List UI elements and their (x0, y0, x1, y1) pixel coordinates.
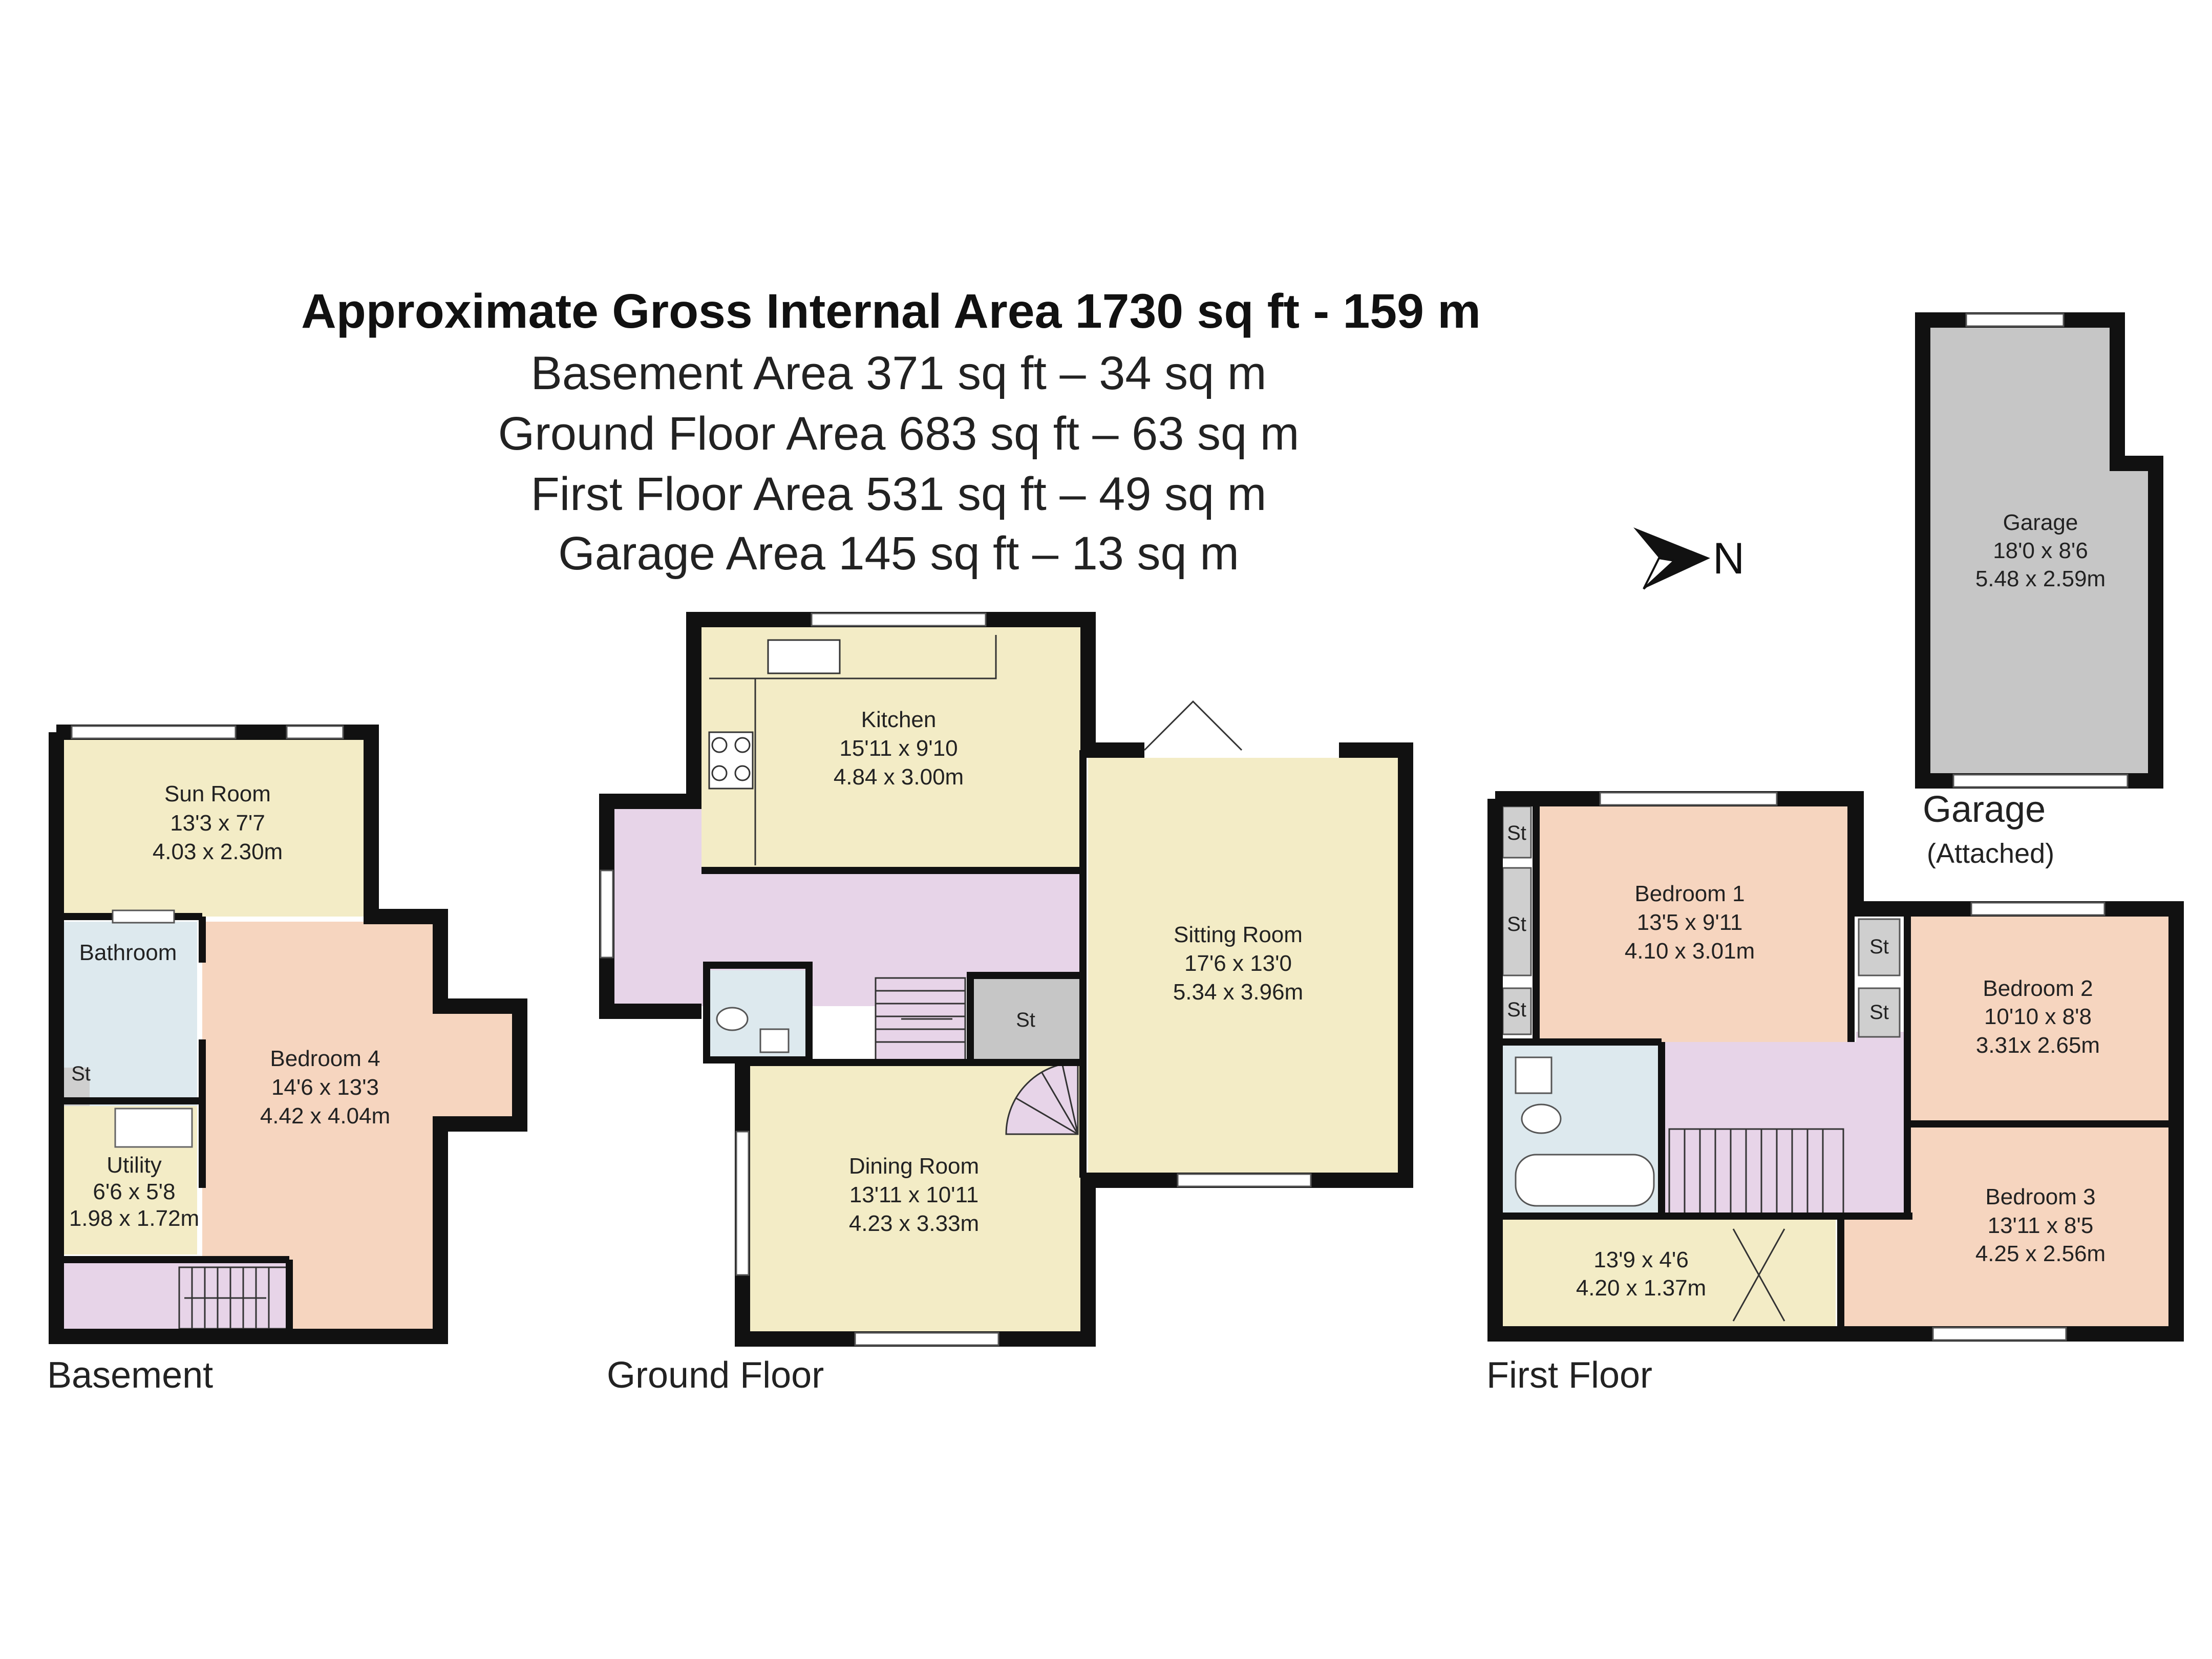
store-basement-label: St (71, 1062, 91, 1085)
bedroom2-imperial: 10'10 x 8'8 (1984, 1004, 2092, 1029)
bedroom2-metric: 3.31x 2.65m (1976, 1033, 2100, 1058)
garage-subcaption: (Attached) (1927, 838, 2054, 869)
bedroom1-metric: 4.10 x 3.01m (1625, 939, 1755, 964)
store-first-3-label: St (1507, 998, 1526, 1021)
bedroom1-name: Bedroom 1 (1634, 881, 1745, 906)
bedroom4-imperial: 14'6 x 13'3 (271, 1075, 379, 1100)
north-label: N (1713, 534, 1745, 583)
first-floor-caption: First Floor (1486, 1355, 1652, 1396)
north-arrow-icon (1633, 527, 1710, 590)
landing-area (1662, 1032, 1905, 1214)
store-ground-label: St (1016, 1009, 1035, 1031)
dining-room-imperial: 13'11 x 10'11 (849, 1182, 979, 1207)
ground-area-line: Ground Floor Area 683 sq ft – 63 sq m (498, 408, 1300, 460)
store-first-4 (1858, 918, 1901, 976)
ground-floor-caption: Ground Floor (607, 1355, 824, 1396)
sun-room-area (56, 732, 374, 917)
store-first-5-label: St (1869, 1001, 1889, 1024)
kitchen-imperial: 15'11 x 9'10 (839, 736, 958, 761)
sitting-room-metric: 5.34 x 3.96m (1173, 980, 1303, 1005)
utility-metric: 1.98 x 1.72m (69, 1206, 199, 1231)
store-first-area (1503, 1219, 1836, 1326)
bedroom4-metric: 4.42 x 4.04m (260, 1103, 390, 1129)
first-floor-plan (1487, 791, 2184, 1342)
store-first-5 (1858, 987, 1901, 1038)
dining-room-metric: 4.23 x 3.33m (849, 1211, 979, 1236)
utility-name: Utility (107, 1153, 162, 1178)
garage-area (1930, 328, 2151, 773)
garage-area-line: Garage Area 145 sq ft – 13 sq m (558, 527, 1239, 580)
basement-hall (56, 1260, 289, 1329)
bedroom1-imperial: 13'5 x 9'11 (1637, 910, 1743, 935)
bedroom3-metric: 4.25 x 2.56m (1975, 1241, 2105, 1266)
bedroom2-name: Bedroom 2 (1983, 976, 2093, 1001)
sun-room-metric: 4.03 x 2.30m (153, 839, 283, 864)
kitchen-area (701, 627, 1080, 868)
sitting-room-imperial: 17'6 x 13'0 (1184, 951, 1292, 976)
gross-area-title: Approximate Gross Internal Area 1730 sq … (301, 284, 1481, 338)
garage-metric: 5.48 x 2.59m (1975, 566, 2105, 591)
kitchen-name: Kitchen (861, 707, 937, 732)
bedroom2-area (1907, 911, 2168, 1124)
sitting-room-area (1088, 758, 1400, 1173)
dining-room-name: Dining Room (849, 1154, 979, 1179)
basement-area-line: Basement Area 371 sq ft – 34 sq m (530, 347, 1266, 399)
bedroom4-name: Bedroom 4 (270, 1046, 380, 1071)
sun-room-name: Sun Room (164, 781, 271, 806)
store-first-imperial: 13'9 x 4'6 (1593, 1247, 1689, 1272)
bedroom1-area (1536, 806, 1851, 1042)
garage-caption: Garage (1923, 789, 2046, 830)
sitting-room-name: Sitting Room (1174, 922, 1303, 947)
store-first-1-label: St (1507, 822, 1526, 844)
bedroom3-name: Bedroom 3 (1985, 1184, 2095, 1209)
basement-caption: Basement (47, 1355, 213, 1396)
bedroom3-imperial: 13'11 x 8'5 (1988, 1213, 2094, 1238)
garage-plan (1915, 312, 2163, 789)
sun-room-imperial: 13'3 x 7'7 (170, 811, 265, 836)
bathroom-basement-name: Bathroom (79, 940, 177, 965)
kitchen-metric: 4.84 x 3.00m (834, 764, 964, 790)
ground-floor-plan (599, 612, 1413, 1347)
store-first-metric: 4.20 x 1.37m (1576, 1275, 1706, 1301)
basement-plan (49, 725, 527, 1344)
first-area-line: First Floor Area 531 sq ft – 49 sq m (531, 468, 1267, 520)
utility-imperial: 6'6 x 5'8 (93, 1179, 175, 1204)
store-ground (973, 978, 1080, 1060)
store-first-2 (1502, 867, 1532, 976)
store-first-4-label: St (1869, 935, 1889, 958)
garage-name: Garage (2003, 510, 2078, 535)
store-first-2-label: St (1507, 913, 1526, 935)
bedroom4-area (202, 922, 520, 1329)
garage-imperial: 18'0 x 8'6 (1993, 538, 2088, 563)
